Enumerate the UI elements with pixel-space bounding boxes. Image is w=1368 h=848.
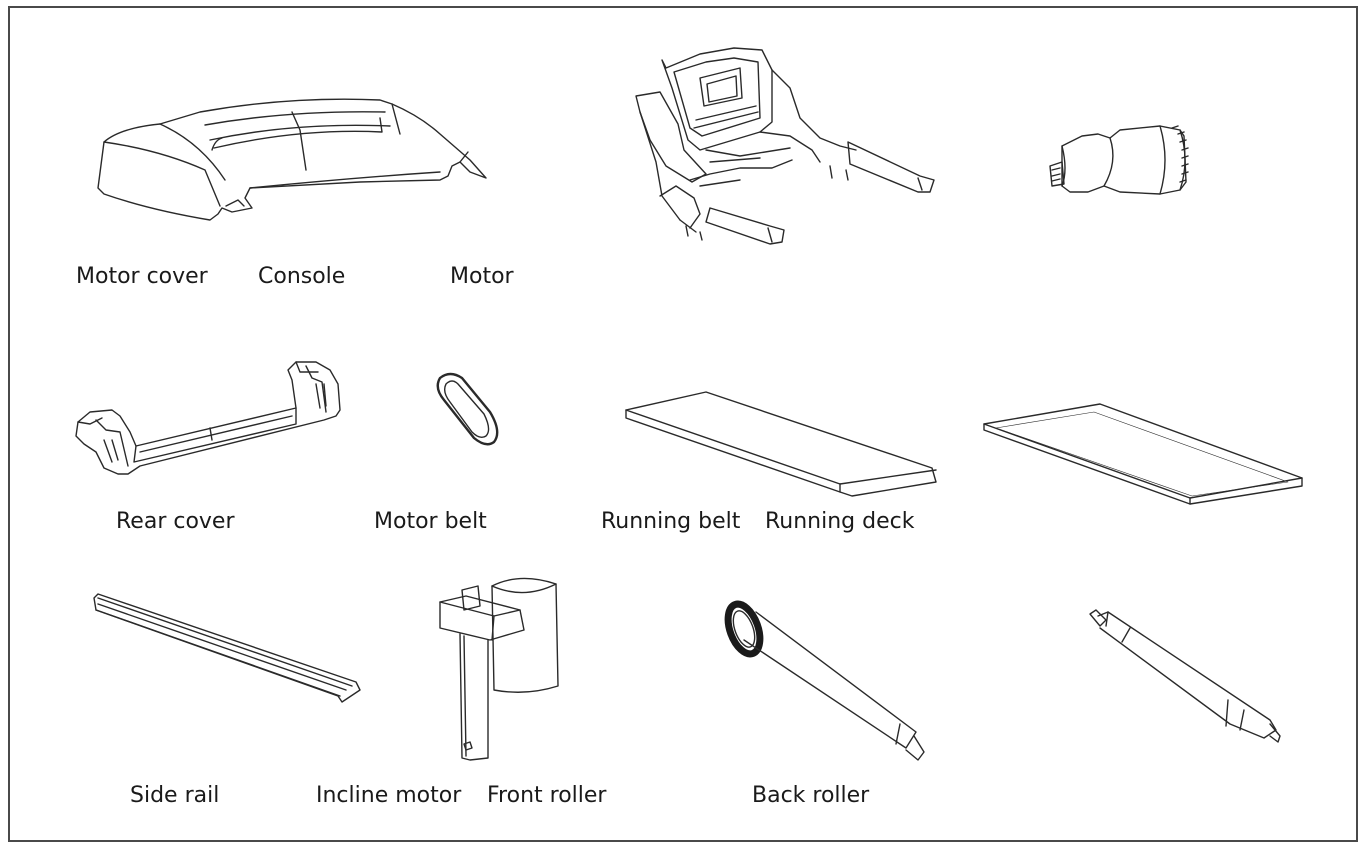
label-motor: Motor	[450, 264, 514, 289]
label-running-belt: Running belt	[601, 509, 741, 534]
motor-drawing	[1049, 125, 1189, 195]
label-back-roller: Back roller	[752, 783, 870, 808]
label-incline-motor: Incline motor	[316, 783, 462, 808]
running-deck-drawing	[983, 403, 1303, 505]
running-belt-drawing	[625, 391, 937, 497]
label-motor-cover: Motor cover	[76, 264, 208, 289]
label-console: Console	[258, 264, 346, 289]
motor-cover-drawing	[97, 98, 487, 221]
motor-belt-drawing	[436, 372, 499, 446]
label-motor-belt: Motor belt	[374, 509, 487, 534]
diagram-frame	[8, 6, 1358, 842]
rear-cover-drawing	[75, 361, 341, 475]
label-running-deck: Running deck	[765, 509, 915, 534]
front-roller-drawing	[724, 600, 925, 761]
incline-motor-drawing	[439, 577, 559, 761]
label-front-roller: Front roller	[487, 783, 607, 808]
back-roller-drawing	[1089, 609, 1281, 743]
label-side-rail: Side rail	[130, 783, 220, 808]
console-drawing	[635, 47, 935, 245]
side-rail-drawing	[93, 593, 361, 703]
label-rear-cover: Rear cover	[116, 509, 235, 534]
